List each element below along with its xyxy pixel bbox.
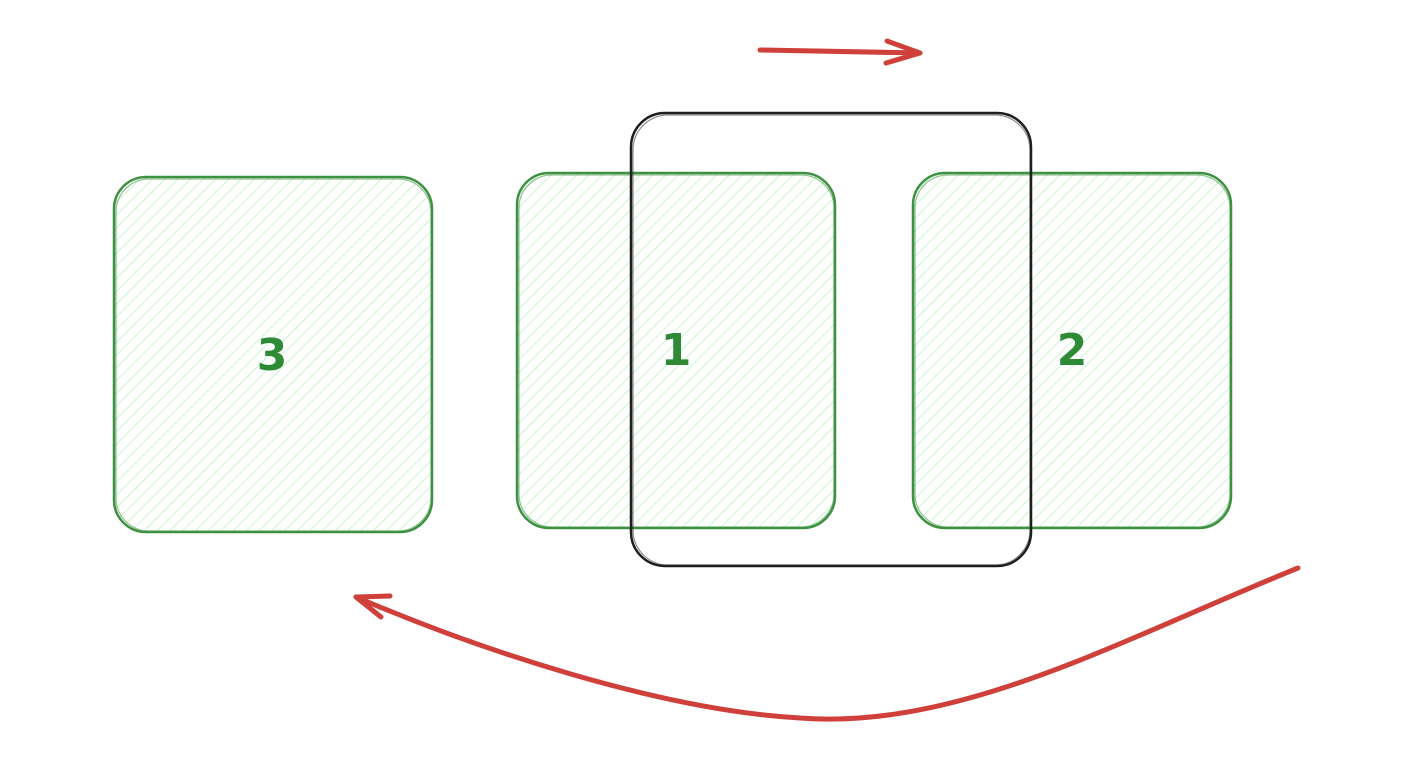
- card-1-label: 1: [661, 325, 692, 376]
- card-2-label: 2: [1057, 325, 1088, 376]
- card-3[interactable]: 3: [112, 175, 434, 534]
- card-2-box[interactable]: [911, 171, 1233, 530]
- arrow-return: [353, 565, 1301, 722]
- card-2-box-sketch: [914, 174, 1231, 528]
- card-2[interactable]: 2: [911, 171, 1233, 530]
- card-3-box[interactable]: [112, 175, 434, 534]
- viewport-frame[interactable]: [629, 111, 1033, 568]
- card-1-box[interactable]: [515, 171, 837, 530]
- viewport-frame-box[interactable]: [629, 111, 1033, 568]
- arrow-return-head: [353, 593, 393, 620]
- viewport-frame-box-sketch: [632, 114, 1031, 566]
- arrow-right-shaft: [757, 47, 923, 56]
- arrow-return-shaft: [353, 565, 1301, 722]
- arrow-right: [757, 38, 923, 66]
- arrow-right-head: [883, 38, 923, 66]
- card-1-box-sketch: [518, 174, 835, 528]
- card-1[interactable]: 1: [515, 171, 837, 530]
- card-3-label: 3: [257, 330, 288, 381]
- card-3-box-sketch: [115, 178, 432, 532]
